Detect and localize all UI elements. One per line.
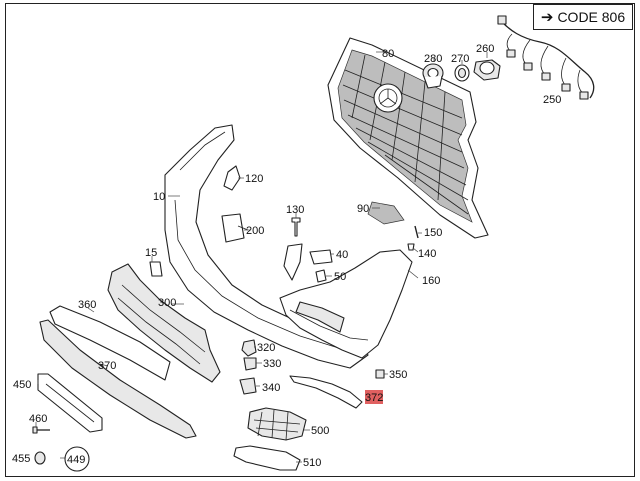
code-badge-label: CODE 806 <box>557 9 626 25</box>
label-280[interactable]: 280 <box>424 53 442 65</box>
label-449-circle <box>64 446 90 472</box>
lower-grille-part[interactable] <box>247 407 307 441</box>
label-372[interactable]: 372 <box>365 392 383 404</box>
radiator-grille-part[interactable] <box>327 37 489 239</box>
bolt-part-140[interactable] <box>407 243 415 251</box>
label-90[interactable]: 90 <box>357 203 369 215</box>
clip-part-330[interactable] <box>243 357 257 371</box>
bumper-cover-part[interactable] <box>164 124 413 369</box>
bumper-carrier-part[interactable] <box>107 263 221 383</box>
sensor-part-280[interactable] <box>422 63 444 89</box>
lower-trim-part[interactable] <box>39 319 197 439</box>
label-320[interactable]: 320 <box>257 342 275 354</box>
module-part-200[interactable] <box>221 213 249 243</box>
trim-strip-part-372[interactable] <box>289 375 363 409</box>
clip-part-350[interactable] <box>375 369 385 379</box>
label-160[interactable]: 160 <box>422 275 440 287</box>
label-450[interactable]: 450 <box>13 379 31 391</box>
label-260[interactable]: 260 <box>476 43 494 55</box>
part-455[interactable] <box>34 451 46 465</box>
label-140[interactable]: 140 <box>418 248 436 260</box>
label-449[interactable]: 449 <box>67 454 85 466</box>
bracket-part-15[interactable] <box>149 261 163 277</box>
label-10[interactable]: 10 <box>153 191 165 203</box>
bolt-part-150[interactable] <box>414 225 419 239</box>
label-372-highlight <box>365 390 383 404</box>
bracket-part-340[interactable] <box>239 377 257 395</box>
label-250[interactable]: 250 <box>543 94 561 106</box>
screw-part-130[interactable] <box>291 217 301 237</box>
label-500[interactable]: 500 <box>311 425 329 437</box>
label-15[interactable]: 15 <box>145 247 157 259</box>
sensor-ring-part-270[interactable] <box>454 64 470 82</box>
bracket-part-120[interactable] <box>223 165 241 191</box>
label-40[interactable]: 40 <box>336 249 348 261</box>
arrow-right-icon: ➔ <box>540 8 554 26</box>
label-510[interactable]: 510 <box>303 457 321 469</box>
label-455[interactable]: 455 <box>12 453 30 465</box>
bracket-part-40[interactable] <box>309 249 333 265</box>
trim-part-90[interactable] <box>367 201 405 225</box>
label-330[interactable]: 330 <box>263 358 281 370</box>
label-50[interactable]: 50 <box>334 271 346 283</box>
label-460[interactable]: 460 <box>29 413 47 425</box>
part-labels: 80 280 270 260 250 120 10 130 200 90 150… <box>12 43 561 472</box>
label-370[interactable]: 370 <box>98 360 116 372</box>
label-80[interactable]: 80 <box>382 48 394 60</box>
screw-part-460[interactable] <box>32 426 50 434</box>
label-300[interactable]: 300 <box>158 297 176 309</box>
label-270[interactable]: 270 <box>451 53 469 65</box>
label-130[interactable]: 130 <box>286 204 304 216</box>
diagram-frame <box>5 3 635 477</box>
leader-lines <box>35 51 488 463</box>
lower-grille-insert-part[interactable] <box>233 445 301 471</box>
label-150[interactable]: 150 <box>424 227 442 239</box>
license-plate-bracket-part[interactable] <box>37 373 103 433</box>
clip-part-320[interactable] <box>241 339 257 357</box>
label-350[interactable]: 350 <box>389 369 407 381</box>
label-360[interactable]: 360 <box>78 299 96 311</box>
clip-part-50[interactable] <box>315 269 327 283</box>
sensor-holder-part-260[interactable] <box>473 59 501 81</box>
label-120[interactable]: 120 <box>245 173 263 185</box>
mount-part-lower[interactable] <box>283 243 303 281</box>
label-340[interactable]: 340 <box>262 382 280 394</box>
bumper-strip-part[interactable] <box>49 305 171 381</box>
label-200[interactable]: 200 <box>246 225 264 237</box>
code-badge: ➔ CODE 806 <box>533 4 633 30</box>
wiring-harness-part[interactable] <box>497 15 595 100</box>
